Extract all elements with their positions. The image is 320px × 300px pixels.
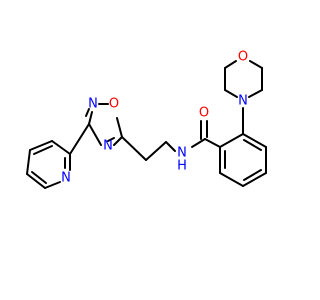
bond [242, 172, 267, 187]
bond [242, 133, 267, 148]
structure-drawing: O N O N H N O N N [26, 50, 267, 189]
bond [145, 141, 167, 161]
bond [204, 138, 221, 148]
benzene-ring [219, 133, 267, 187]
atom-label-o-oxadiazole: O [109, 97, 119, 112]
bond [88, 111, 93, 125]
atom-label-n-oxadiazole-top: N [88, 97, 98, 112]
bond [224, 60, 237, 69]
bond [243, 139, 262, 151]
bond [26, 149, 31, 175]
bond [219, 133, 244, 148]
atom-label-n-pyridine: N [61, 171, 71, 186]
bond [113, 136, 123, 146]
bond [31, 171, 47, 184]
bond [85, 108, 90, 117]
bond [219, 172, 244, 187]
bond [243, 169, 262, 181]
bond [121, 136, 147, 161]
atom-label-n-oxadiazole-bottom: N [103, 139, 113, 154]
morpholine-ring [224, 60, 263, 98]
bond [51, 140, 71, 155]
pyridine-ring [26, 140, 71, 189]
atom-label-h-amide: H [177, 159, 187, 174]
bond [29, 140, 53, 151]
atom-label-o-morpholine: O [238, 50, 248, 65]
bond [33, 145, 53, 155]
bond [248, 89, 263, 98]
bond [191, 138, 206, 148]
bond [224, 89, 238, 98]
bond [249, 60, 263, 69]
bond [26, 173, 46, 189]
bond [165, 141, 176, 152]
atom-label-n-amide: N [177, 146, 187, 161]
bond [44, 181, 61, 189]
bond [69, 123, 90, 155]
atom-label-n-morpholine: N [238, 94, 248, 109]
bond [107, 137, 115, 142]
molecule-diagram: O N O N H N O N N [26, 50, 267, 189]
bond [116, 117, 123, 138]
oxadiazole-ring [85, 103, 123, 146]
atom-label-o-carbonyl: O [199, 106, 209, 121]
bond [88, 123, 102, 146]
